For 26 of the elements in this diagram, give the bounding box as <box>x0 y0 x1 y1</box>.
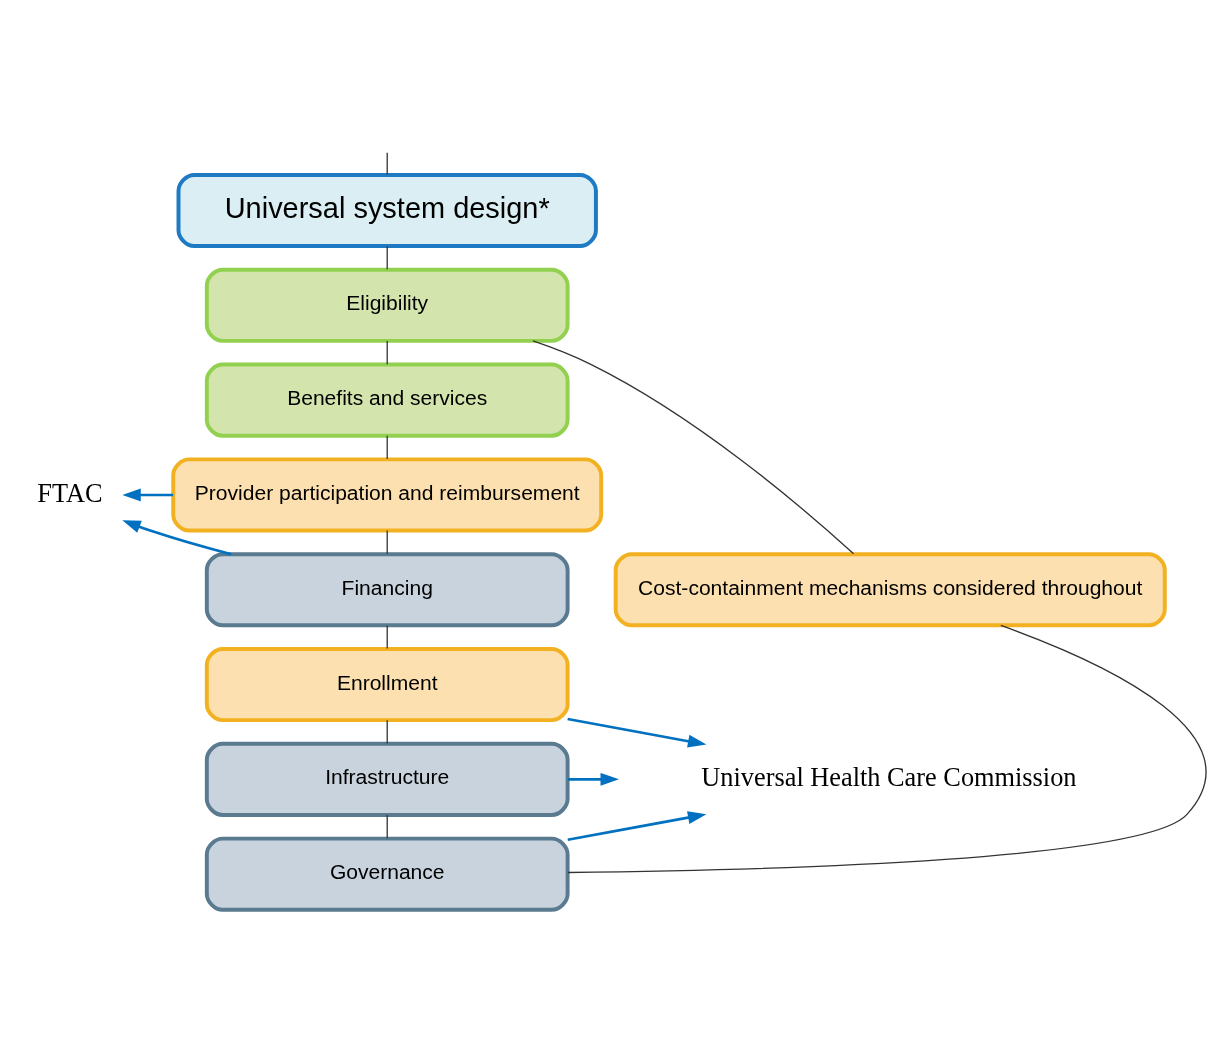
arrow <box>567 810 707 841</box>
node-box: Benefits and services <box>204 362 570 438</box>
node-text: FTAC <box>37 478 103 508</box>
node-box: Enrollment <box>204 646 570 722</box>
node-box: Provider participation and reimbursement <box>171 456 604 532</box>
connector <box>386 245 388 270</box>
node-box: Financing <box>204 551 570 627</box>
node-box: Cost-containment mechanisms considered throughout <box>613 551 1167 627</box>
node-text: Universal Health Care Commission <box>701 762 1077 792</box>
arrow <box>122 519 232 555</box>
connector <box>386 813 388 839</box>
node-box: Infrastructure <box>204 741 570 817</box>
connector <box>386 151 388 175</box>
node-box: Eligibility <box>204 267 570 343</box>
connector <box>386 339 388 365</box>
arrow <box>567 717 707 748</box>
connector <box>386 624 388 649</box>
connector <box>386 529 388 554</box>
connector <box>386 434 388 460</box>
connector <box>386 719 388 744</box>
connector <box>567 624 1207 873</box>
node-box: Governance <box>204 836 570 912</box>
connector <box>532 339 855 554</box>
arrow <box>568 772 619 786</box>
node-box: Universal system design* <box>176 172 598 248</box>
arrow <box>122 488 174 501</box>
